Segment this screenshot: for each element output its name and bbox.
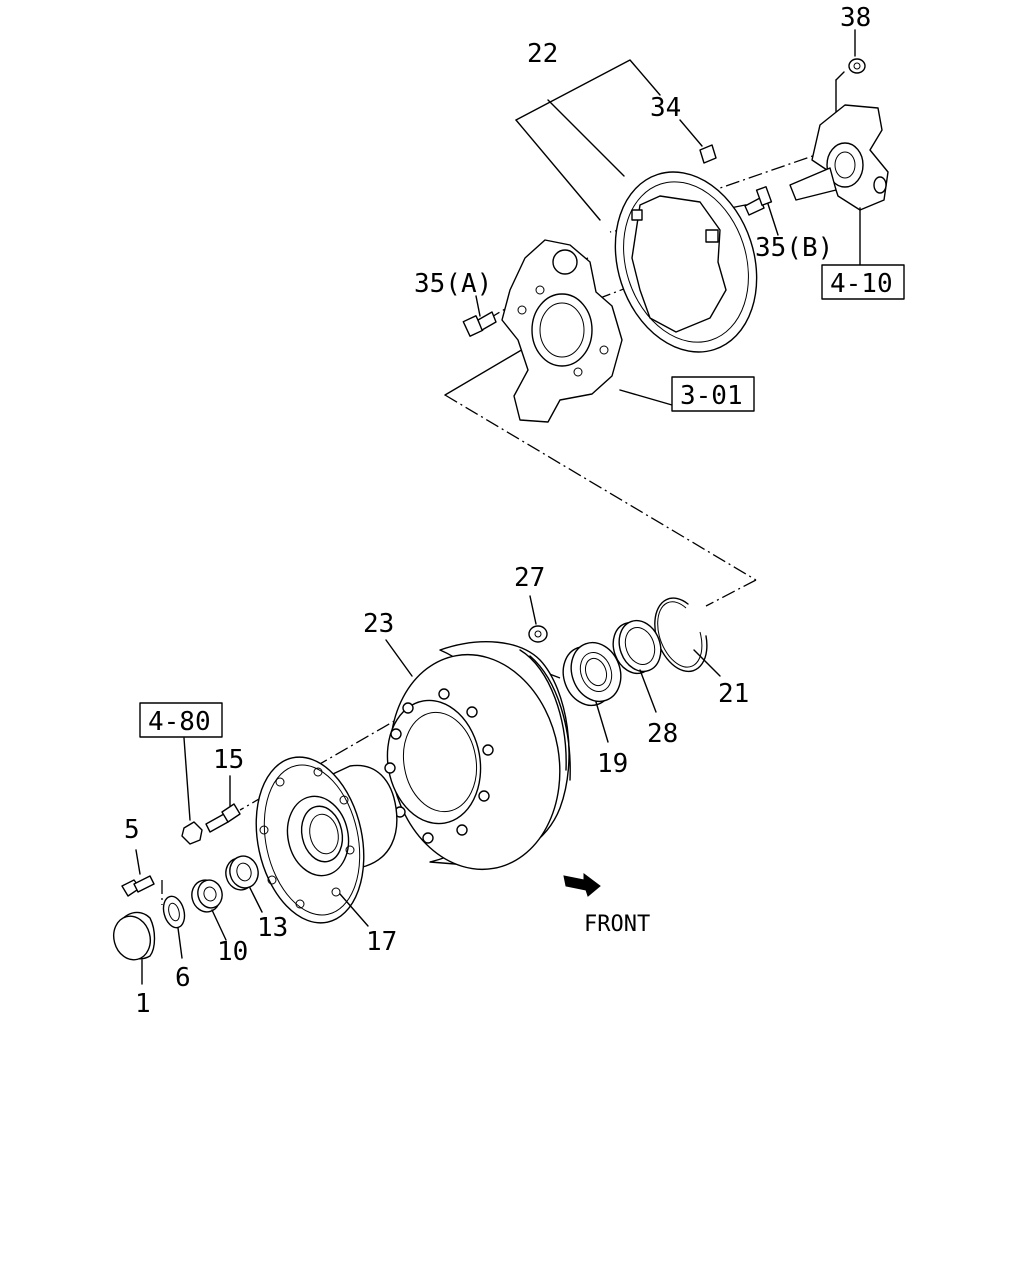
bolt-35b xyxy=(744,186,779,236)
reference-410-label: 4-10 xyxy=(830,269,893,299)
hub-cap-1 xyxy=(113,911,156,985)
callout-27: 27 xyxy=(514,563,545,593)
lock-washer-6 xyxy=(162,895,186,959)
seal-28 xyxy=(612,619,662,713)
bolt-5 xyxy=(121,849,155,897)
anchor-bracket xyxy=(501,239,673,423)
callout-10: 10 xyxy=(217,937,248,967)
callout-15: 15 xyxy=(213,745,244,775)
reference-480-label: 4-80 xyxy=(148,707,211,737)
brake-drum-23 xyxy=(384,639,571,871)
reference-410[interactable]: 4-10 xyxy=(821,264,905,300)
callout-17: 17 xyxy=(366,927,397,957)
backing-plate-22 xyxy=(515,59,758,353)
bolt-35a xyxy=(462,295,497,337)
steering-knuckle xyxy=(789,104,889,266)
callout-35b: 35(B) xyxy=(755,233,833,263)
bearing-13 xyxy=(225,855,263,913)
hub-stud-holes xyxy=(259,767,355,909)
callout-28: 28 xyxy=(647,719,678,749)
reference-480[interactable]: 4-80 xyxy=(139,702,223,738)
callout-1: 1 xyxy=(135,989,151,1019)
callout-38: 38 xyxy=(840,3,871,33)
drum-bolt-holes xyxy=(384,688,494,844)
bearing-19 xyxy=(562,641,622,743)
callout-13: 13 xyxy=(257,913,288,943)
nut-27 xyxy=(528,595,548,643)
nut-38 xyxy=(835,29,866,113)
lock-nut-10 xyxy=(191,879,227,941)
reference-301[interactable]: 3-01 xyxy=(671,376,755,412)
callout-22: 22 xyxy=(527,39,558,69)
reference-301-label: 3-01 xyxy=(680,381,743,411)
callout-23: 23 xyxy=(363,609,394,639)
snap-ring-21 xyxy=(654,597,721,677)
front-direction-arrow-icon xyxy=(563,873,601,897)
callout-34: 34 xyxy=(650,93,681,123)
callout-21: 21 xyxy=(718,679,749,709)
callout-35a: 35(A) xyxy=(414,269,492,299)
clip-34 xyxy=(679,119,717,164)
callout-19: 19 xyxy=(597,749,628,779)
callout-5: 5 xyxy=(124,815,140,845)
wheel-nut xyxy=(181,737,203,845)
stud-15 xyxy=(205,775,241,833)
front-label: FRONT xyxy=(584,912,650,937)
callout-6: 6 xyxy=(175,963,191,993)
wheel-hub-17 xyxy=(255,756,398,927)
callout-labels: 38 22 34 35(B) 35(A) 27 23 21 28 19 15 5… xyxy=(124,3,871,1019)
